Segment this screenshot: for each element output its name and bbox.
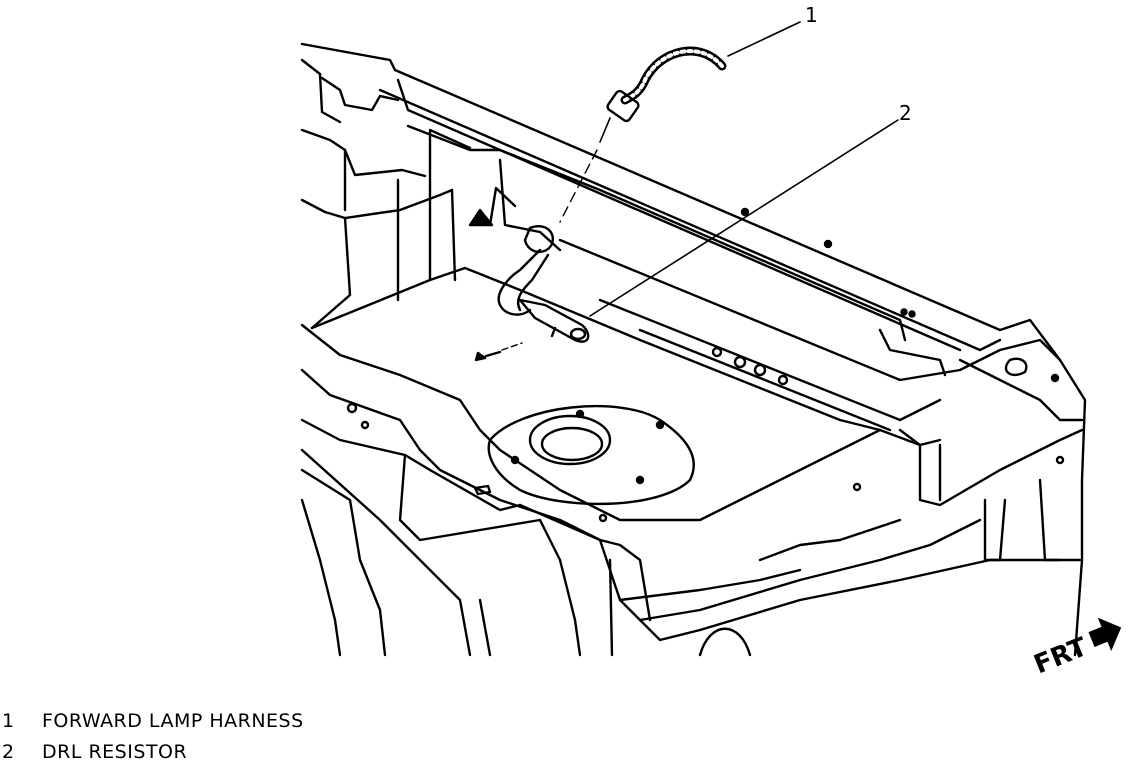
legend-item: 2 DRL RESISTOR bbox=[0, 737, 520, 768]
leader-line-2 bbox=[589, 119, 899, 317]
legend: 1 FORWARD LAMP HARNESS 2 DRL RESISTOR bbox=[0, 706, 520, 768]
front-frame-section bbox=[898, 357, 1084, 562]
legend-item-number: 1 bbox=[2, 710, 15, 732]
callout-number-2: 2 bbox=[899, 101, 912, 125]
legend-item-label: FORWARD LAMP HARNESS bbox=[42, 710, 304, 732]
callout-number-1: 1 bbox=[805, 3, 818, 27]
lower-body-panels bbox=[478, 503, 1062, 657]
cross-member bbox=[558, 207, 1062, 432]
frt-label: FRT bbox=[1030, 632, 1092, 680]
resistor-bolt bbox=[474, 342, 523, 362]
legend-item-label: DRL RESISTOR bbox=[42, 741, 188, 763]
legend-item: 1 FORWARD LAMP HARNESS bbox=[0, 706, 520, 737]
frame-outline bbox=[300, 42, 1087, 657]
leader-line-1 bbox=[727, 21, 801, 57]
lower-side-rail bbox=[300, 323, 942, 657]
spring-seat bbox=[487, 404, 695, 506]
legend-item-number: 2 bbox=[2, 741, 15, 763]
arrow-right-icon bbox=[1088, 617, 1122, 651]
drl-resistor bbox=[497, 225, 590, 343]
forward-lamp-harness bbox=[559, 46, 727, 223]
